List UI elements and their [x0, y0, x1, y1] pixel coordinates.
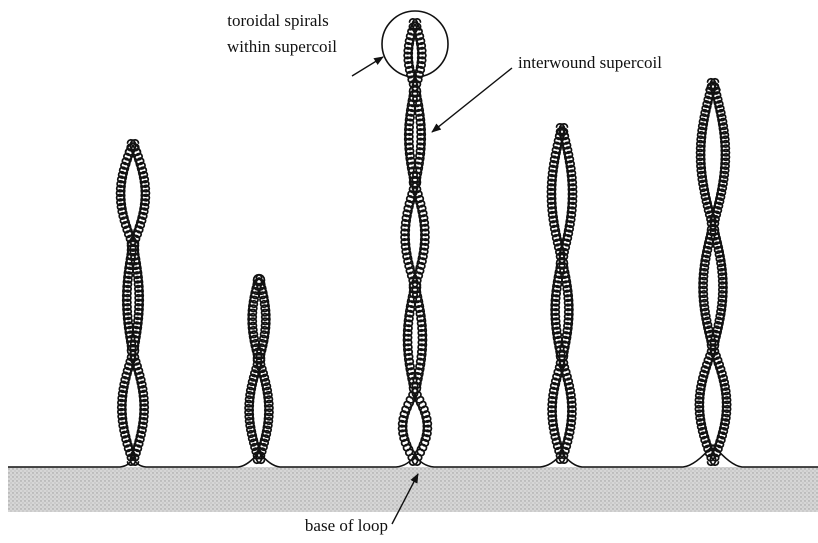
toroidal-label-line1: toroidal spirals: [227, 11, 329, 30]
interwound-label: interwound supercoil: [518, 53, 662, 72]
loop-1: [117, 140, 150, 465]
toroidal-label-line2: within supercoil: [227, 37, 337, 56]
interwound-leader-arrow: [432, 68, 512, 132]
toroidal-leader-arrow: [352, 57, 383, 76]
loop-3: [399, 19, 432, 465]
loops-group: [117, 19, 731, 465]
base-label: base of loop: [305, 516, 388, 535]
loop-5: [695, 79, 730, 466]
loop-4: [547, 124, 576, 463]
loop-2: [245, 275, 273, 464]
toroidal-highlight-circle: [382, 11, 448, 77]
surface-stipple: [8, 467, 818, 512]
